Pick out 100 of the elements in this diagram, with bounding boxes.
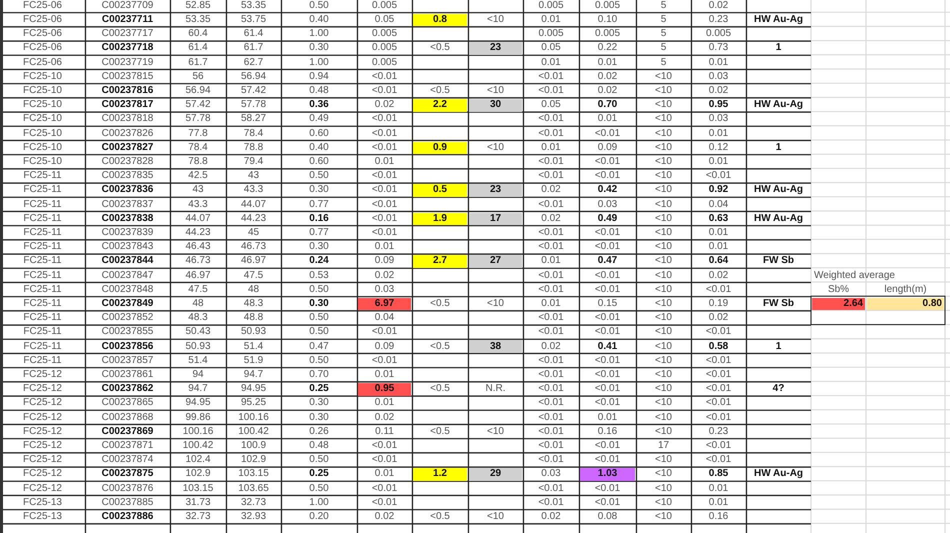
table-cell-text: <0.01 — [537, 240, 565, 254]
table-cell-text: 0.10 — [596, 14, 618, 26]
table-cell-text: 60.4 — [187, 28, 209, 41]
table-cell-text: C00237837 — [100, 198, 154, 211]
table-cell-text: 0.01 — [540, 255, 562, 268]
table-cell-text: <0.01 — [537, 454, 565, 467]
table-cell-text: 0.005 — [537, 28, 565, 41]
table-cell-text: 94 — [191, 368, 205, 382]
table-cell-text: 100.42 — [237, 426, 270, 438]
table-cell-text: 0.02 — [374, 411, 396, 424]
highlighted-cell: 1.03 — [580, 468, 635, 481]
table-cell-text: FC25-11 — [22, 340, 63, 353]
table-cell-text: <0.01 — [370, 496, 398, 510]
table-cell-text: C00237719 — [100, 56, 154, 69]
table-cell-text: 0.50 — [308, 284, 330, 296]
table-cell-text: <10 — [654, 170, 673, 183]
table-cell-text: C00237817 — [100, 98, 154, 112]
table-cell-text: 0.40 — [308, 142, 330, 154]
table-cell-text: 0.47 — [308, 340, 330, 353]
table-cell-text: FC25-06 — [22, 56, 63, 69]
table-cell-text: FW Sb — [762, 298, 796, 310]
table-cell-text: 0.30 — [308, 184, 330, 197]
table-cell-text: 0.02 — [540, 212, 562, 226]
table-cell-text: 46.43 — [184, 240, 212, 254]
table-cell-text: 94.7 — [242, 368, 264, 382]
table-cell-text: 102.9 — [240, 454, 268, 467]
table-cell-text: 46.97 — [184, 269, 212, 282]
table-cell-text: 0.09 — [374, 340, 396, 353]
table-cell-text: <0.01 — [370, 84, 398, 98]
table-cell-text: FC25-12 — [22, 454, 63, 467]
table-cell-text: 77.8 — [187, 127, 209, 140]
table-cell-text: FC25-12 — [22, 411, 63, 424]
table-cell-text: <0.01 — [594, 170, 622, 183]
table-cell-text: FC25-11 — [22, 354, 63, 368]
table-cell-text: 0.01 — [596, 113, 618, 126]
table-cell-text: FC25-10 — [22, 70, 63, 84]
table-cell-text: FC25-12 — [22, 468, 63, 481]
table-cell-text: 0.53 — [308, 269, 330, 282]
table-cell-text: 0.03 — [708, 70, 730, 84]
table-cell-text: 48.3 — [242, 298, 264, 310]
table-cell-text: C00237848 — [100, 284, 154, 296]
table-cell-text: <10 — [654, 113, 673, 126]
table-cell-text: FC25-10 — [22, 84, 63, 98]
table-cell-text: FC25-11 — [22, 284, 63, 296]
table-cell-text: <0.01 — [370, 440, 398, 452]
table-cell-text: <0.01 — [370, 454, 398, 467]
table-cell-text: C00237885 — [100, 496, 154, 510]
table-cell-text: 0.02 — [708, 269, 730, 282]
table-cell-text: FC25-06 — [22, 42, 63, 55]
table-cell-text: 0.04 — [708, 198, 730, 211]
table-cell-text: 0.09 — [374, 255, 396, 268]
table-cell-text: <0.01 — [537, 113, 565, 126]
table-cell-text: 53.35 — [240, 0, 268, 12]
table-cell-text: <0.01 — [370, 226, 398, 240]
table-cell-text: 0.22 — [596, 42, 618, 55]
table-cell-text: 0.50 — [308, 354, 330, 368]
table-cell-text: C00237869 — [100, 426, 154, 438]
table-cell-text: <0.01 — [594, 440, 622, 452]
table-cell-text: 0.23 — [708, 14, 730, 26]
table-cell-text: FC25-11 — [22, 212, 63, 226]
table-cell-text: <10 — [654, 70, 673, 84]
table-cell-text: <0.01 — [594, 482, 622, 495]
table-cell-text: C00237827 — [100, 142, 154, 154]
table-cell-text: <0.01 — [594, 127, 622, 140]
table-cell-text: 0.01 — [708, 127, 730, 140]
table-cell-text: <0.01 — [704, 454, 732, 467]
table-cell-text: 0.94 — [308, 70, 330, 84]
table-cell-text: 78.4 — [187, 142, 209, 154]
table-cell-text: 0.50 — [308, 454, 330, 467]
table-cell-text: 0.16 — [596, 426, 618, 438]
table-cell-text: 0.02 — [540, 510, 562, 524]
table-cell-text: 46.73 — [240, 240, 268, 254]
table-cell-text: 0.50 — [308, 170, 330, 183]
table-cell-text: <0.01 — [594, 312, 622, 325]
table-cell-text: 0.60 — [308, 127, 330, 140]
table-cell-text: 0.02 — [708, 84, 730, 98]
table-cell-text: <10 — [654, 212, 673, 226]
table-cell-text: 0.49 — [308, 113, 330, 126]
table-cell-text: 78.4 — [242, 127, 264, 140]
table-cell-text: <10 — [486, 84, 505, 98]
table-cell-text: 43.3 — [187, 198, 209, 211]
table-cell-text: C00237852 — [100, 312, 154, 325]
table-cell-text: 0.005 — [370, 56, 398, 69]
table-cell-text: <10 — [486, 298, 505, 310]
table-cell-text: 0.24 — [308, 255, 330, 268]
table-cell-text: 51.4 — [187, 354, 209, 368]
table-cell-text: <10 — [486, 14, 505, 26]
table-cell-text: 62.7 — [242, 56, 264, 69]
table-cell-text: 0.01 — [708, 226, 730, 240]
table-cell-text: 1 — [774, 42, 782, 55]
table-cell-text: 56 — [191, 70, 205, 84]
highlighted-cell: 30 — [469, 98, 522, 112]
table-cell-text: 103.15 — [237, 468, 270, 481]
table-cell-text: <0.01 — [594, 240, 622, 254]
table-cell-text: 0.005 — [370, 42, 398, 55]
table-cell-text: 0.50 — [308, 0, 330, 12]
table-cell-text: 0.02 — [596, 84, 618, 98]
table-cell-text: 0.47 — [596, 255, 618, 268]
table-cell-text: C00237826 — [100, 127, 154, 140]
table-cell-text: 100.42 — [182, 440, 214, 452]
